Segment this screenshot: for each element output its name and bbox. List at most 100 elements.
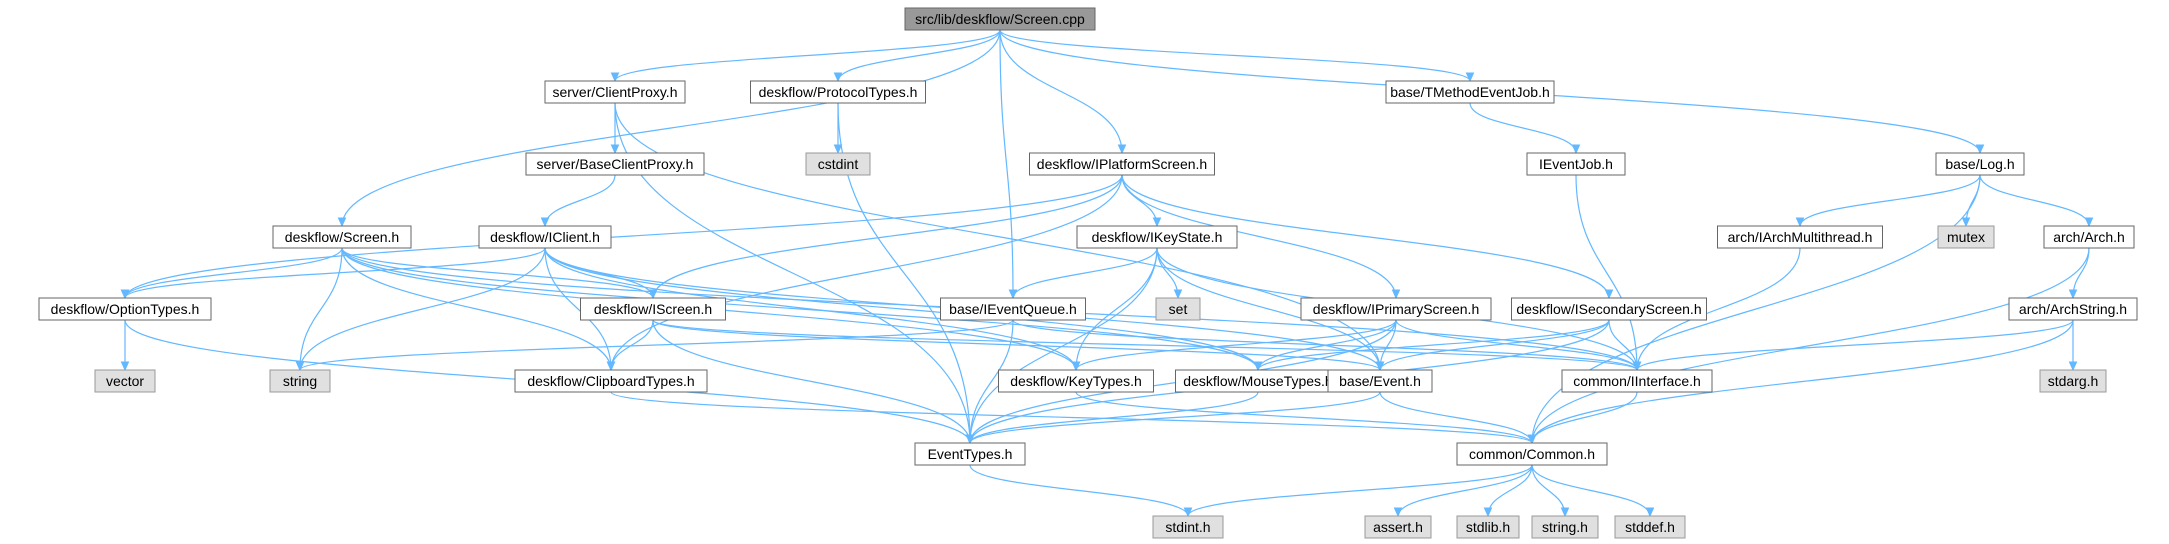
node-label-root: src/lib/deskflow/Screen.cpp (915, 11, 1085, 27)
edge-iclient-to-optiontypes (125, 247, 546, 298)
node-box-screen_h (272, 225, 412, 249)
node-isecondary[interactable]: deskflow/ISecondaryScreen.h (1511, 297, 1707, 321)
node-iprimary[interactable]: deskflow/IPrimaryScreen.h (1300, 297, 1492, 321)
node-cstdint: cstdint (805, 152, 871, 176)
edge-screen_h-to-clipboardtypes (341, 247, 611, 370)
node-label-stdlib: stdlib.h (1466, 519, 1510, 535)
node-box-protocoltypes (750, 80, 926, 104)
node-iscreen[interactable]: deskflow/IScreen.h (580, 297, 726, 321)
node-label-stdarg: stdarg.h (2048, 373, 2099, 389)
edge-layer (125, 29, 2089, 516)
node-box-mutex (1937, 225, 1995, 249)
edge-ieventqueue-to-eventtypes (970, 319, 1014, 443)
node-arch[interactable]: arch/Arch.h (2043, 225, 2135, 249)
node-label-event: base/Event.h (1339, 373, 1421, 389)
node-box-tmethod (1385, 80, 1555, 104)
node-box-common (1456, 442, 1608, 466)
node-screen_h[interactable]: deskflow/Screen.h (272, 225, 412, 249)
node-eventtypes[interactable]: EventTypes.h (914, 442, 1026, 466)
edge-common-to-stdlib (1488, 464, 1533, 516)
node-label-log: base/Log.h (1945, 156, 2014, 172)
edge-log-to-common (1532, 174, 1981, 443)
node-vector: vector (94, 369, 156, 393)
node-box-eventtypes (914, 442, 1026, 466)
node-root[interactable]: src/lib/deskflow/Screen.cpp (904, 7, 1096, 31)
node-label-ieventqueue: base/IEventQueue.h (949, 301, 1077, 317)
node-mutex: mutex (1937, 225, 1995, 249)
edge-ikeystate-to-keytypes (1076, 247, 1158, 370)
node-keytypes[interactable]: deskflow/KeyTypes.h (998, 369, 1154, 393)
node-log[interactable]: base/Log.h (1935, 152, 2025, 176)
node-box-iarchmt (1717, 225, 1883, 249)
node-label-eventtypes: EventTypes.h (928, 446, 1013, 462)
node-event[interactable]: base/Event.h (1327, 369, 1433, 393)
node-clientproxy[interactable]: server/ClientProxy.h (544, 80, 686, 104)
node-tmethod[interactable]: base/TMethodEventJob.h (1385, 80, 1555, 104)
edge-iprimary-to-keytypes (1076, 319, 1397, 370)
node-label-stddef: stddef.h (1625, 519, 1675, 535)
node-mousetypes[interactable]: deskflow/MouseTypes.h (1175, 369, 1341, 393)
node-label-mousetypes: deskflow/MouseTypes.h (1183, 373, 1332, 389)
node-label-mutex: mutex (1947, 229, 1985, 245)
node-label-assert: assert.h (1373, 519, 1423, 535)
node-box-iclient (478, 225, 612, 249)
node-box-stringh (1531, 515, 1599, 539)
node-box-iprimary (1300, 297, 1492, 321)
node-label-archstring: arch/ArchString.h (2019, 301, 2127, 317)
node-iarchmt[interactable]: arch/IArchMultithread.h (1717, 225, 1883, 249)
edge-common-to-assert (1398, 464, 1533, 516)
edge-iclient-to-string (300, 247, 546, 370)
edge-screen_h-to-iscreen (341, 247, 653, 298)
node-optiontypes[interactable]: deskflow/OptionTypes.h (38, 297, 212, 321)
edge-clipboardtypes-to-common (610, 391, 1532, 443)
node-assert: assert.h (1364, 515, 1432, 539)
node-stdarg: stdarg.h (2039, 369, 2107, 393)
node-label-screen_h: deskflow/Screen.h (285, 229, 399, 245)
edge-iprimary-to-iinterface (1395, 319, 1637, 370)
node-box-baseclientproxy (525, 152, 705, 176)
node-iinterface[interactable]: common/IInterface.h (1561, 369, 1713, 393)
node-label-stringh: string.h (1542, 519, 1588, 535)
node-protocoltypes[interactable]: deskflow/ProtocolTypes.h (750, 80, 926, 104)
node-label-ieventjob: IEventJob.h (1539, 156, 1613, 172)
node-box-string (269, 369, 331, 393)
node-box-event (1327, 369, 1433, 393)
node-label-string: string (283, 373, 317, 389)
edge-root-to-clientproxy (615, 29, 1001, 81)
node-label-keytypes: deskflow/KeyTypes.h (1010, 373, 1142, 389)
node-box-vector (94, 369, 156, 393)
edge-common-to-stdint (1188, 464, 1533, 516)
node-common[interactable]: common/Common.h (1456, 442, 1608, 466)
node-string: string (269, 369, 331, 393)
node-archstring[interactable]: arch/ArchString.h (2008, 297, 2138, 321)
node-iclient[interactable]: deskflow/IClient.h (478, 225, 612, 249)
node-ieventqueue[interactable]: base/IEventQueue.h (940, 297, 1086, 321)
node-box-isecondary (1511, 297, 1707, 321)
edge-iplatformscreen-to-iscreen (653, 174, 1123, 298)
edge-iarchmt-to-iinterface (1637, 247, 1801, 370)
edge-iplatformscreen-to-isecondary (1121, 174, 1609, 298)
edge-common-to-stddef (1531, 464, 1650, 516)
edge-log-to-arch (1979, 174, 2089, 226)
edge-root-to-iplatformscreen (999, 29, 1122, 153)
edge-iscreen-to-eventtypes (652, 319, 970, 443)
node-clipboardtypes[interactable]: deskflow/ClipboardTypes.h (514, 369, 708, 393)
node-box-keytypes (998, 369, 1154, 393)
node-label-clientproxy: server/ClientProxy.h (552, 84, 677, 100)
node-box-root (904, 7, 1096, 31)
node-ikeystate[interactable]: deskflow/IKeyState.h (1076, 225, 1238, 249)
node-box-clipboardtypes (514, 369, 708, 393)
node-baseclientproxy[interactable]: server/BaseClientProxy.h (525, 152, 705, 176)
node-label-common: common/Common.h (1469, 446, 1595, 462)
node-ieventjob[interactable]: IEventJob.h (1526, 152, 1626, 176)
edge-ikeystate-to-ieventqueue (1013, 247, 1158, 298)
edge-iscreen-to-iinterface (652, 319, 1637, 370)
node-iplatformscreen[interactable]: deskflow/IPlatformScreen.h (1029, 152, 1215, 176)
edge-iprimary-to-mousetypes (1258, 319, 1397, 370)
edge-root-to-tmethod (999, 29, 1470, 81)
node-stringh: string.h (1531, 515, 1599, 539)
node-stdint: stdint.h (1152, 515, 1224, 539)
node-box-cstdint (805, 152, 871, 176)
edge-screen_h-to-optiontypes (125, 247, 343, 298)
edge-iplatformscreen-to-iprimary (1121, 174, 1396, 298)
